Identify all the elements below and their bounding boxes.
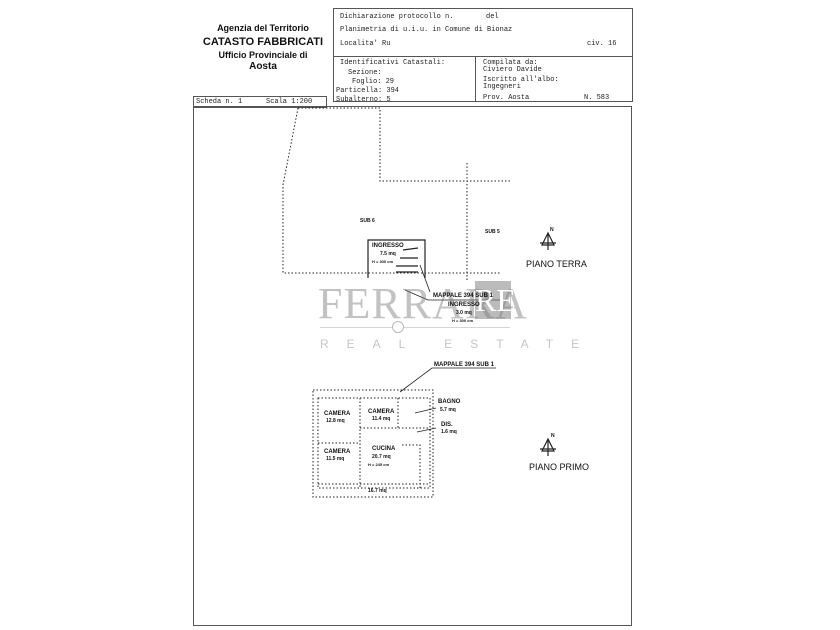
balcony-area: 16.7 mq xyxy=(368,488,387,494)
stairs-icon xyxy=(396,247,419,273)
watermark-divider xyxy=(320,327,510,328)
compiler-name: Civiero Davide xyxy=(483,66,542,74)
compass-n-ground: N xyxy=(550,227,554,233)
mappale-first: MAPPALE 394 SUB 1 xyxy=(434,362,494,368)
watermark-emblem-icon xyxy=(392,321,404,333)
ingresso-leader xyxy=(419,264,431,293)
watermark-sub: REAL ESTATE xyxy=(320,337,598,351)
ingresso-area: 7.5 mq xyxy=(380,251,396,257)
subalterno: Subalterno: 5 xyxy=(336,96,391,104)
sub5-label: SUB 5 xyxy=(485,229,500,235)
room-cucina: CUCINA xyxy=(372,446,396,452)
civico: civ. 16 xyxy=(587,40,617,48)
agency-name: Agenzia del Territorio xyxy=(217,23,309,33)
piano-terra-label: PIANO TERRA xyxy=(526,259,587,269)
ground-floor-outline xyxy=(282,107,510,282)
room-dis: DIS. xyxy=(441,422,453,428)
room-camera-2: CAMERA xyxy=(368,409,395,415)
registration-number: N. 583 xyxy=(584,94,610,102)
scheda-box: Scheda n. 1 Scala 1:200 xyxy=(193,96,327,108)
ingresso2-name: INGRESSO xyxy=(448,302,480,308)
room-camera-3: CAMERA xyxy=(324,449,351,455)
room-bagno: BAGNO xyxy=(438,399,461,405)
room-camera-1-area: 12.8 mq xyxy=(326,418,345,424)
sub6-label: SUB 6 xyxy=(360,218,375,224)
iscritto-label: Iscritto all'albo: xyxy=(483,76,559,84)
localita: Localita' Ru xyxy=(340,40,391,48)
ingresso-name: INGRESSO xyxy=(372,243,404,249)
compass-n-first: N xyxy=(551,433,555,439)
mappale-first-leader xyxy=(399,367,496,393)
header-divider xyxy=(334,56,632,57)
header-column-divider xyxy=(475,56,476,101)
compass-first-icon xyxy=(540,437,556,456)
drawing-frame xyxy=(193,106,632,626)
ingresso2-area: 3.0 mq xyxy=(456,310,472,316)
office-city: Aosta xyxy=(249,61,277,72)
mappale-ground: MAPPALE 394 SUB 1 xyxy=(433,293,493,299)
first-floor-inner-wall xyxy=(317,397,431,489)
scheda: Scheda n. 1 xyxy=(196,98,243,106)
room-bagno-area: 5.7 mq xyxy=(440,407,456,413)
room-leaders xyxy=(414,407,437,433)
ingresso-walls xyxy=(367,239,426,278)
header-box: Dichiarazione protocollo n. del Planimet… xyxy=(333,8,633,104)
room-cucina-area: 20.7 mq xyxy=(372,454,391,460)
catasto-title: CATASTO FABBRICATI xyxy=(202,36,324,48)
room-cucina-height: H = 245 cm xyxy=(368,462,390,467)
compass-ground-icon xyxy=(540,231,556,250)
room-camera-1: CAMERA xyxy=(324,411,351,417)
foglio: Foglio: 29 xyxy=(352,78,395,86)
room-camera-2-area: 11.4 mq xyxy=(372,416,391,422)
office-label: Ufficio Provinciale di xyxy=(218,50,308,60)
compilata-label: Compilata da: xyxy=(483,59,538,67)
ingresso-height: H = 300 cm xyxy=(372,259,394,264)
planimetria: Planimetria di u.i.u. in Comune di Biona… xyxy=(340,26,513,34)
room-dis-area: 1.6 mq xyxy=(441,429,457,435)
watermark-logo-box: RE xyxy=(475,281,516,319)
province: Prov. Aosta xyxy=(483,94,530,102)
ingresso2-height: H = 300 cm xyxy=(452,318,474,323)
particella: Particella: 394 xyxy=(336,87,400,95)
protocol-label: Dichiarazione protocollo n. xyxy=(340,13,454,21)
first-floor-outer-wall xyxy=(312,389,434,498)
scala: Scala 1:200 xyxy=(266,98,313,106)
del-label: del xyxy=(486,13,499,21)
room-camera-3-area: 11.5 mq xyxy=(326,456,345,462)
albo: Ingegneri xyxy=(483,83,521,91)
sezione: Sezione: xyxy=(348,69,382,77)
ident-title: Identificativi Catastali: xyxy=(340,59,446,67)
piano-primo-label: PIANO PRIMO xyxy=(529,462,590,472)
first-floor-partitions xyxy=(318,398,430,488)
